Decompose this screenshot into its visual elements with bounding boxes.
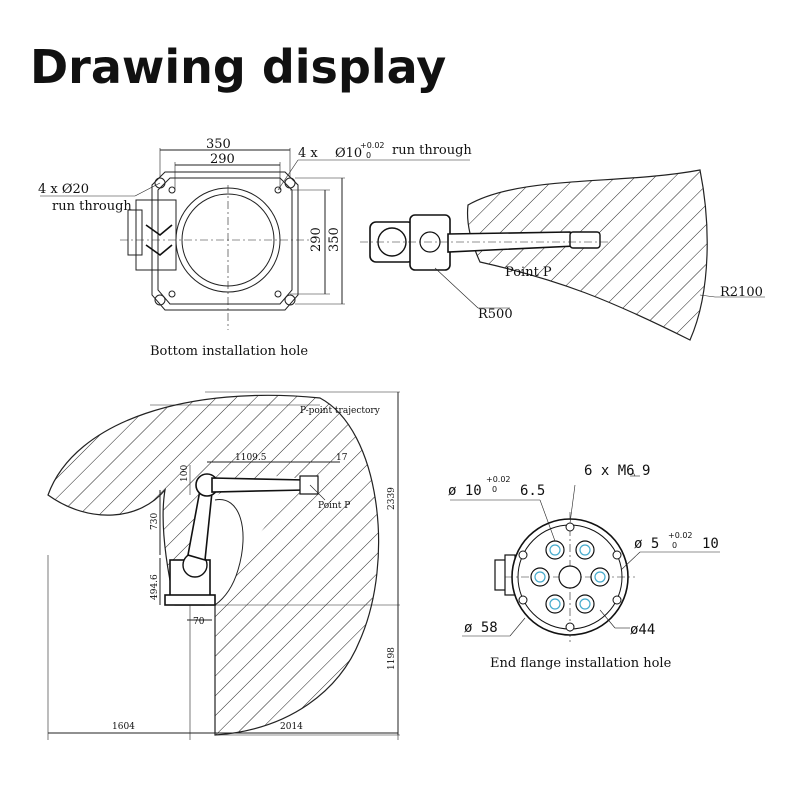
- page-title: Drawing display: [30, 40, 447, 94]
- dim-100: 100: [180, 465, 190, 482]
- dim-730: 730: [150, 513, 160, 530]
- dim-350-top: 350: [206, 137, 231, 152]
- bottom-caption: Bottom installation hole: [150, 344, 308, 359]
- dim-350-side: 350: [327, 227, 342, 252]
- flange-small-tol-upper: +0.02: [668, 531, 693, 540]
- flange-small-tol-lower: 0: [672, 541, 677, 550]
- flange-threads: 6 x M6: [584, 463, 635, 479]
- hole-top-diam: Ø10: [335, 146, 362, 161]
- dim-2339: 2339: [387, 487, 397, 510]
- hole-top-tol-upper: +0.02: [360, 141, 385, 150]
- trajectory-label: P-point trajectory: [300, 406, 381, 416]
- flange-pin-tol-upper: +0.02: [486, 475, 511, 484]
- dim-2014: 2014: [280, 722, 303, 732]
- hole-top-suffix: run through: [392, 143, 472, 158]
- dim-17: 17: [336, 453, 348, 463]
- flange-small-depth: 10: [702, 536, 719, 552]
- hole-left-line1: 4 x Ø20: [38, 182, 89, 197]
- dim-1198: 1198: [387, 647, 397, 670]
- flange-pin-hole: ø 10: [448, 483, 482, 499]
- bottom-installation-view: 350 290 290 350 4 x Ø10 +0.02 0 run thro…: [38, 137, 472, 359]
- hole-top-tol-lower: 0: [366, 151, 371, 160]
- flange-thread-depth: 9: [642, 463, 650, 479]
- flange-small-hole: ø 5: [634, 536, 659, 552]
- dim-290-side: 290: [309, 227, 324, 252]
- dim-70: 70: [193, 617, 205, 627]
- dim-1604: 1604: [112, 722, 135, 732]
- dim-r500: R500: [478, 307, 513, 322]
- side-point-label: Point P: [318, 501, 350, 511]
- flange-caption: End flange installation hole: [490, 656, 672, 671]
- hole-top-prefix: 4 x: [298, 146, 318, 161]
- flange-pin-depth: 6.5: [520, 483, 545, 499]
- hole-left-line2: run through: [52, 199, 132, 214]
- dim-1109: 1109.5: [235, 453, 267, 463]
- dim-r2100: R2100: [720, 285, 763, 300]
- flange-dia-44: ø44: [630, 622, 655, 638]
- dim-290-top: 290: [210, 152, 235, 167]
- flange-dia-58: ø 58: [464, 620, 498, 636]
- side-view-workspace: 2339 1198 1109.5 17 100 Point P P-point …: [47, 391, 400, 740]
- flange-pin-tol-lower: 0: [492, 485, 497, 494]
- end-flange-view: 6 x M6 9 ø 10 +0.02 0 6.5 ø 5 +0.02 0 10…: [448, 463, 720, 671]
- dim-494: 494.6: [150, 574, 160, 600]
- top-point-label: Point P: [505, 265, 552, 280]
- top-view-workspace: Point P R500 R2100: [360, 169, 765, 341]
